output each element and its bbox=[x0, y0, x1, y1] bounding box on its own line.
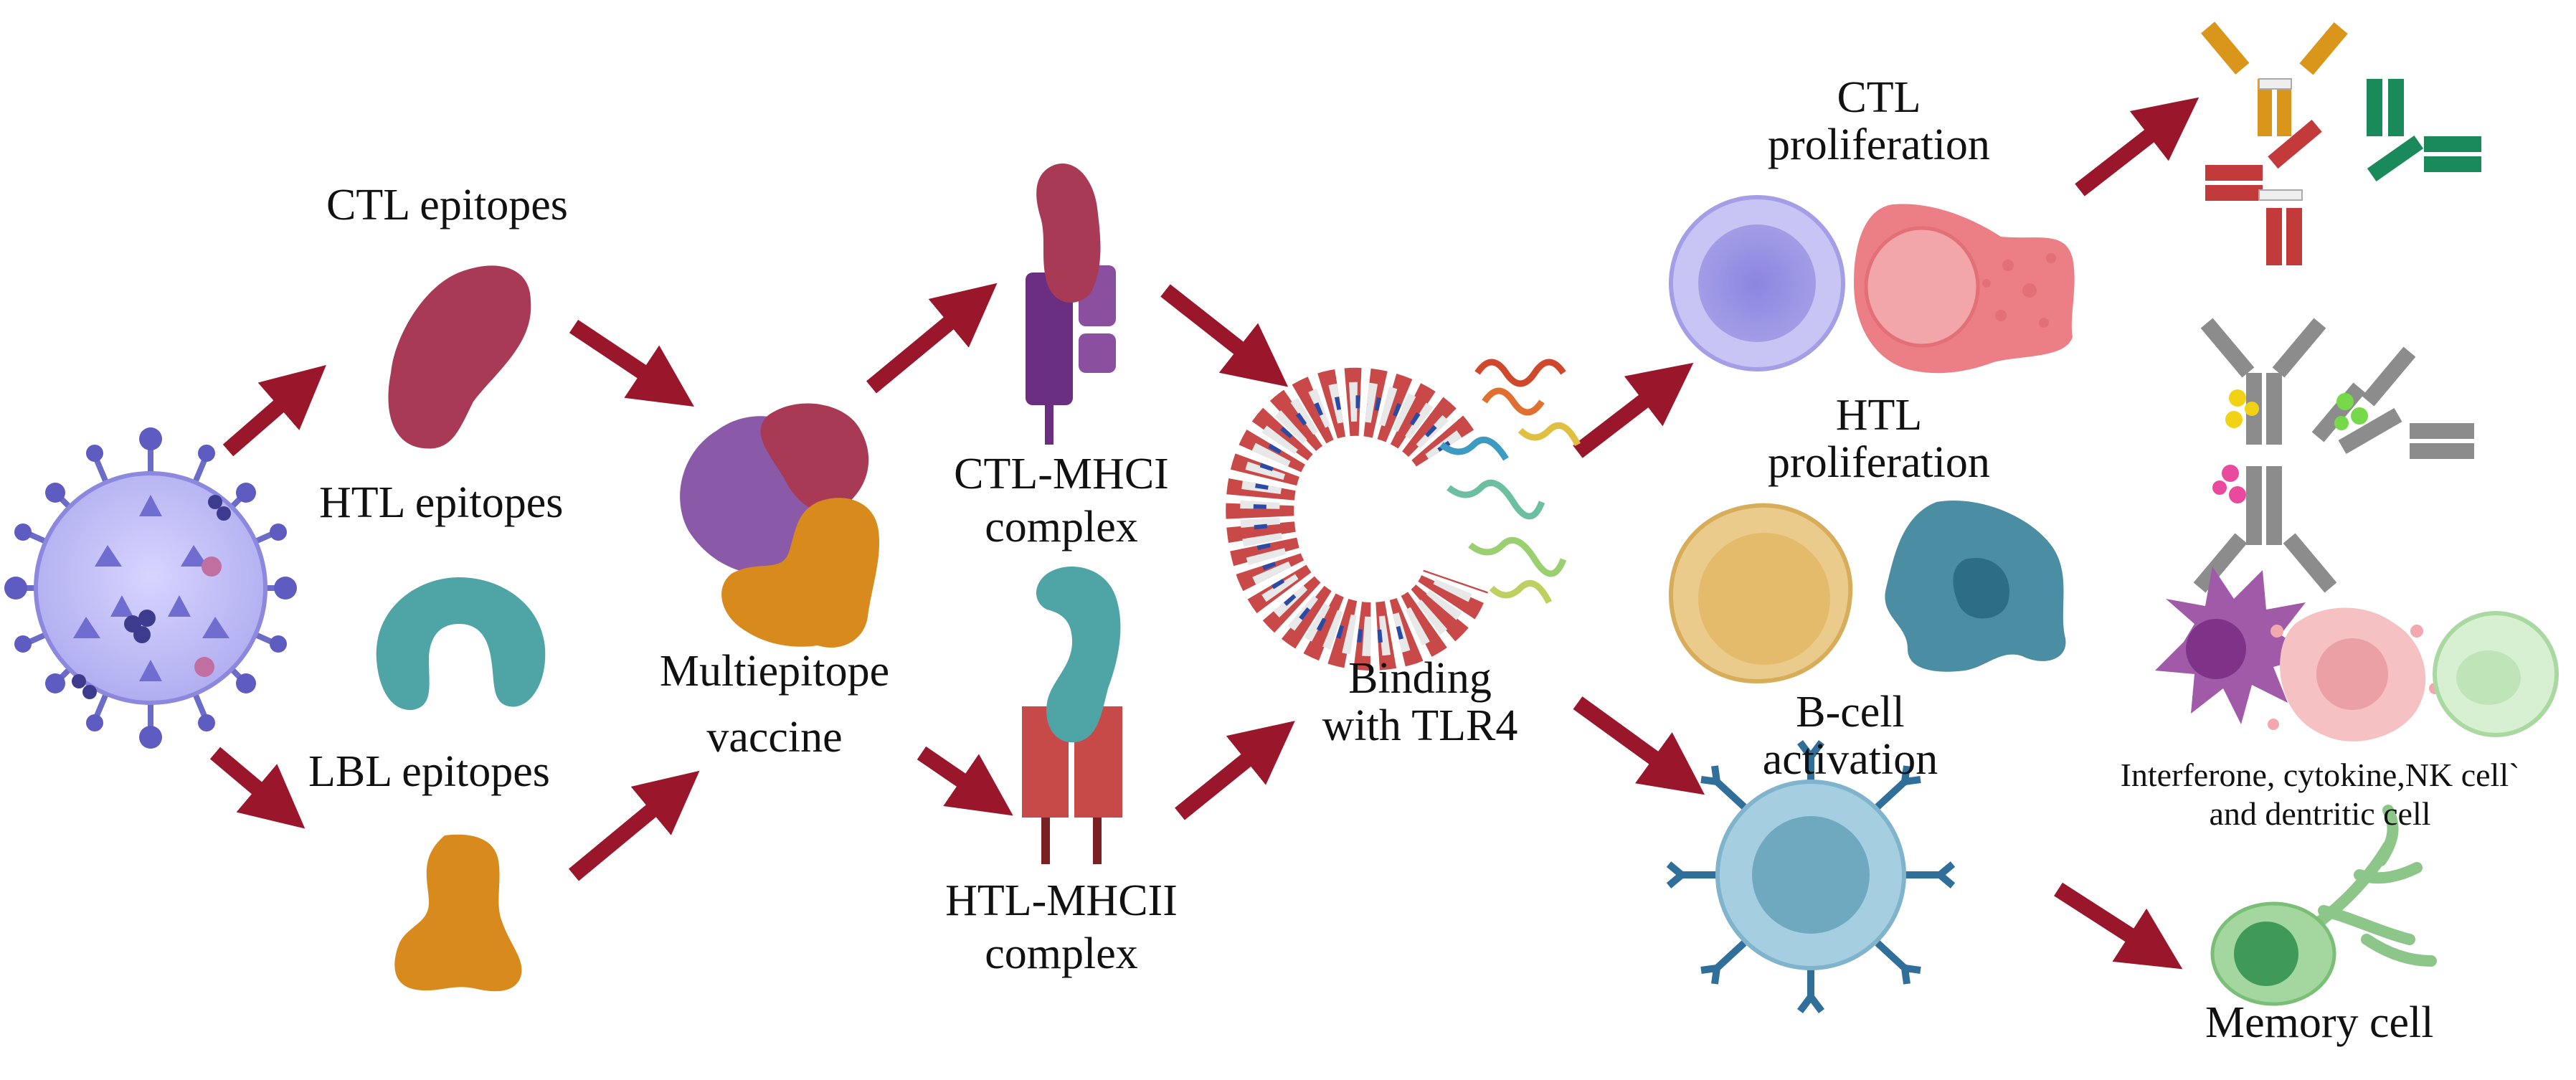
interferon-cell-icon bbox=[2433, 611, 2559, 737]
antibody-green-icon bbox=[2367, 79, 2481, 181]
arrow-vaccine-to-mhci bbox=[866, 283, 998, 394]
arrow-lbl-to-vaccine bbox=[568, 770, 700, 881]
antibody-red-icon bbox=[2205, 119, 2322, 265]
dendritic-cell-icon bbox=[2155, 567, 2313, 724]
arrow-tlr4-to-bcell bbox=[1573, 696, 1705, 795]
bcell-line1: B-cell bbox=[1796, 688, 1905, 736]
binding-line2: with TLR4 bbox=[1322, 701, 1518, 750]
htl-epitope-icon bbox=[376, 577, 546, 711]
lbl-epitope-icon bbox=[394, 834, 522, 992]
multiepitope-line2: vaccine bbox=[706, 713, 843, 762]
antibody-gray-cluster-icon bbox=[2193, 318, 2474, 593]
arrow-virus-to-ctl bbox=[222, 365, 326, 457]
bcell-line2: activation bbox=[1762, 735, 1938, 784]
flow-arrows bbox=[209, 97, 2199, 970]
ctl-mhci-line1: CTL-MHCI bbox=[954, 450, 1169, 498]
ctl-prolif-line2: proliferation bbox=[1768, 120, 1990, 169]
binding-line1: Binding bbox=[1348, 654, 1492, 703]
arrow-tlr4-to-ctl bbox=[1573, 362, 1694, 458]
ctl-mhci-line2: complex bbox=[985, 503, 1138, 551]
arrow-mhci-to-tlr4 bbox=[1160, 284, 1289, 387]
arrow-bcell-to-memory bbox=[2054, 882, 2183, 970]
plasma-blob-icon bbox=[1885, 501, 2066, 672]
b-cell-icon bbox=[1666, 740, 1956, 1013]
memory-cell-icon bbox=[2210, 805, 2437, 1006]
htl-prolif-line2: proliferation bbox=[1768, 438, 1990, 487]
memory-cell-label: Memory cell bbox=[2205, 998, 2434, 1047]
arrow-virus-to-lbl bbox=[209, 747, 306, 829]
bcell-activation-label: B-cell activation bbox=[1707, 690, 1994, 782]
ctl-prolif-line1: CTL bbox=[1837, 73, 1921, 122]
multiepitope-line1: Multiepitope bbox=[659, 647, 890, 696]
htl-mhcii-label: HTL-MHCII complex bbox=[911, 878, 1212, 976]
htl-prolif-line1: HTL bbox=[1835, 391, 1923, 440]
nk-cell-icon bbox=[2268, 607, 2440, 742]
arrow-ctl-to-antibody bbox=[2075, 97, 2199, 196]
interferon-line1: Interferone, cytokine,NK cell` bbox=[2120, 757, 2520, 793]
htl-epitopes-label: HTL epitopes bbox=[319, 478, 564, 527]
htl-mhcii-line2: complex bbox=[985, 929, 1138, 978]
interferon-label: Interferone, cytokine,NK cell` and dentr… bbox=[2076, 759, 2564, 830]
interferon-line2: and dentritic cell bbox=[2209, 795, 2431, 832]
ctl-epitope-icon bbox=[388, 265, 531, 449]
arrow-mhcii-to-tlr4 bbox=[1175, 721, 1295, 820]
arrow-vaccine-to-mhcii bbox=[917, 746, 1013, 816]
htl-mhcii-line1: HTL-MHCII bbox=[945, 876, 1178, 925]
antibody-orange-icon bbox=[2201, 22, 2348, 136]
cytotoxic-cell-icon bbox=[1854, 204, 2075, 374]
binding-tlr4-label: Binding with TLR4 bbox=[1277, 656, 1563, 748]
multiepitope-vaccine-label: Multiepitope vaccine bbox=[631, 649, 918, 759]
ctl-mhci-label: CTL-MHCI complex bbox=[918, 452, 1205, 549]
virus-icon bbox=[4, 427, 297, 749]
tlr4-complex-icon bbox=[1226, 359, 1581, 671]
ctl-proliferation-label: CTL proliferation bbox=[1728, 75, 2030, 167]
htl-cell-icon bbox=[1668, 503, 1853, 684]
lbl-epitopes-label: LBL epitopes bbox=[308, 747, 550, 796]
ctl-epitopes-label: CTL epitopes bbox=[326, 181, 568, 229]
ctl-mhci-complex-icon bbox=[1026, 164, 1116, 445]
multiepitope-vaccine-icon bbox=[680, 403, 880, 648]
ctl-cell-icon bbox=[1669, 195, 1845, 371]
htl-mhcii-complex-icon bbox=[1022, 567, 1122, 864]
htl-proliferation-label: HTL proliferation bbox=[1728, 393, 2030, 485]
arrow-ctl-to-vaccine bbox=[569, 319, 694, 407]
